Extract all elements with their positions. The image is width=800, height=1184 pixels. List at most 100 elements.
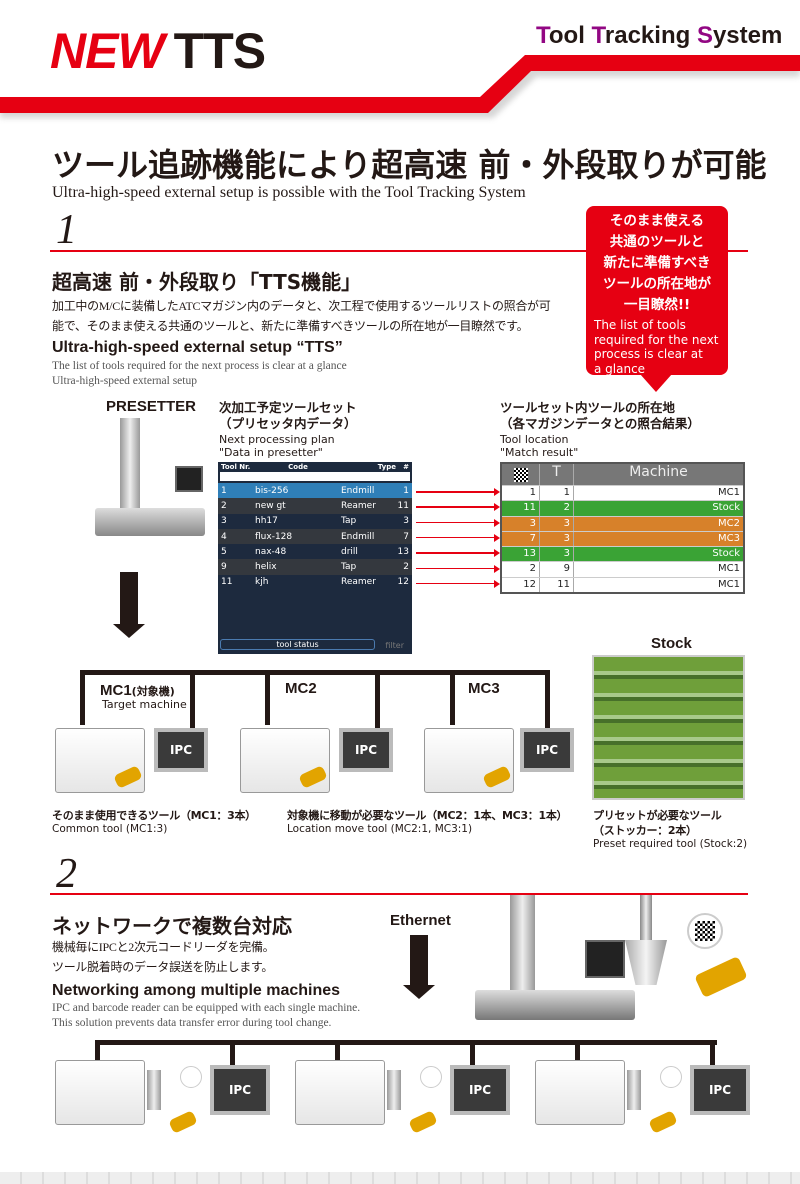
footer-strip [0,1172,800,1184]
logo-tts: TTS [173,23,266,79]
section-body-en: The list of tools required for the next … [52,359,347,389]
line: そのまま使える [609,213,705,229]
caption-preset: プリセットが必要なツール （ストッカー：2本） Preset required … [593,808,747,850]
table-cell: 1 [403,485,409,496]
table-cell: 7 [502,531,540,547]
line: 一目瞭然!! [623,297,691,313]
table-cell: kjh [255,577,269,588]
table-cell: MC1 [718,578,740,590]
mc1: MC1 [100,682,132,699]
filter-input-row[interactable] [220,472,410,481]
line: 機械毎にIPCと2次元コードリーダを完備。 [52,940,275,954]
system-name: Tool Tracking System [536,22,782,50]
s-initial: S [696,22,713,49]
network-drop [575,1040,580,1065]
col-tool-nr[interactable]: Tool Nr. [221,463,251,471]
table-cell: 11 [221,577,233,588]
callout-jp: そのまま使える 共通のツールと 新たに準備すべき ツールの所在地が 一目瞭然!! [594,211,720,316]
barcode-reader-icon [408,1110,438,1134]
section-body-jp: 加工中のM/Cに装備したATCマガジン内のデータと、次工程で使用するツールリスト… [52,296,551,336]
table-cell: 3 [540,516,574,531]
ipc: IPC [450,1065,510,1115]
table-cell: 1 [540,486,574,501]
line: The list of tools [594,318,686,332]
table-cell: helix [255,562,277,573]
table-cell: 1 [502,486,540,501]
caption-en: Common tool (MC1:3) [52,823,168,835]
col-t: T [540,464,574,485]
qr-code-icon [660,1066,682,1088]
table-cell: bis-256 [255,485,289,496]
plan-caption-jp: 次加工予定ツールセット （プリセッタ内データ） [219,400,357,432]
machine [535,1060,625,1125]
table-cell: Tap [341,516,357,527]
table-cell: drill [341,546,358,557]
table-cell: 5 [221,546,227,557]
machine-mc1 [55,728,145,793]
network-drop [265,670,270,725]
callout-en: The list of tools required for the next … [594,318,720,376]
section-heading: ネットワークで複数台対応 [52,914,292,938]
header-red-band [0,55,800,118]
page-title: ツール追跡機能により超高速 前・外段取りが可能 [52,146,767,184]
table-cell: 13 [397,546,409,557]
stock-label: Stock [651,635,692,652]
qr-code-icon [180,1066,202,1088]
table-header: T Machine [502,464,743,485]
line: a glance [594,361,646,376]
col-machine: Machine [629,464,688,480]
divider [50,893,748,895]
logo-new: NEW [50,23,165,79]
match-arrow [416,549,500,556]
mc1-note: (対象機) [131,685,175,698]
network-drop [190,670,195,728]
section-heading-en: Ultra-high-speed external setup “TTS” [52,339,343,356]
callout-pointer [640,374,672,392]
table-cell: Endmill [341,485,375,496]
tool-holder-icon [387,1070,401,1110]
col-code[interactable]: Code [288,463,308,471]
section-heading-en: Networking among multiple machines [52,982,341,999]
barcode-reader-icon [648,1110,678,1134]
text: ool [548,22,592,49]
caption-move: 対象機に移動が必要なツール（MC2：1本、MC3：1本） Location mo… [287,808,568,835]
network-arrow [113,624,145,638]
tool-status-button[interactable]: tool status [220,639,375,650]
col-id[interactable]: # [403,463,409,471]
line: This solution prevents data transfer err… [52,1017,332,1029]
plan-caption-en: Next processing plan "Data in presetter" [219,433,335,459]
table-cell: 4 [221,531,227,542]
table-cell: 3 [540,531,574,547]
filter-button[interactable]: filter [385,641,404,650]
ipc: IPC [210,1065,270,1115]
network-drop [450,670,455,725]
network-drop [470,1040,475,1065]
col-type[interactable]: Type [377,463,396,471]
presetter-image [95,418,210,538]
table-cell: MC3 [718,532,740,544]
ipc: IPC [690,1065,750,1115]
table-cell: 12 [502,577,540,593]
table-cell: 1 [221,485,227,496]
text: racking [604,22,697,49]
table-row[interactable]: 1 bis-256 Endmill 1 [218,483,412,499]
network-bus [95,1040,717,1045]
t-initial: T [536,22,549,49]
table-cell: 2 [403,562,409,573]
